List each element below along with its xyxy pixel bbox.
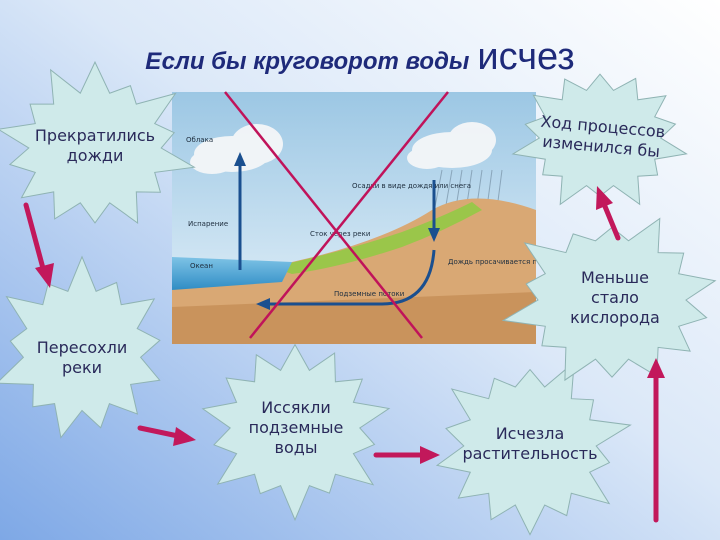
star-text-vegetation-gone: Исчезла растительность <box>450 424 610 464</box>
arrow-groundwater-to-vegetation <box>373 446 440 464</box>
label-infiltration: Дождь просачивается под землю <box>448 258 536 266</box>
line: Пересохли <box>36 338 128 357</box>
star-vegetation-gone <box>435 361 632 536</box>
arrow-rain-to-rivers <box>23 202 54 288</box>
line: реки <box>61 358 103 377</box>
star-text-groundwater-dried: Иссякли подземные воды <box>226 398 366 458</box>
star-text-rain-stopped: Прекратились дожди <box>20 126 170 166</box>
line: Иссякли <box>261 398 331 417</box>
line: кислорода <box>570 308 660 327</box>
groundwater-arrow <box>256 249 436 310</box>
line: Прекратились <box>34 126 156 145</box>
title-emphasis: исчез <box>477 36 575 78</box>
label-groundwater: Подземные потоки <box>334 290 404 298</box>
water-cycle-diagram: Облака Испарение Океан Осадки в виде дож… <box>172 92 536 344</box>
title-main: Если бы круговорот воды <box>145 48 470 75</box>
star-text-less-oxygen: Меньше стало кислорода <box>540 268 690 328</box>
cross-out-mark <box>224 91 449 339</box>
line: воды <box>274 438 318 457</box>
label-evaporation: Испарение <box>188 220 228 228</box>
evaporation-arrow <box>234 152 246 270</box>
star-text-rivers-dried: Пересохли реки <box>12 338 152 378</box>
star-less-oxygen <box>501 217 717 382</box>
grass <box>272 202 482 274</box>
line: дожди <box>66 146 124 165</box>
label-precipitation: Осадки в виде дождя или снега <box>352 182 471 190</box>
line: Исчезла <box>495 424 565 443</box>
cloud-right <box>407 122 496 169</box>
slide-title: Если бы круговорот воды исчез <box>0 36 720 79</box>
cloud-left <box>190 124 283 174</box>
label-ocean: Океан <box>190 262 213 270</box>
arrow-oxygen-to-processes <box>596 186 621 241</box>
line: Меньше <box>580 268 650 287</box>
line: подземные <box>248 418 344 437</box>
line: растительность <box>462 444 598 463</box>
ocean <box>172 257 292 290</box>
label-clouds: Облака <box>186 136 213 144</box>
star-rivers-dried <box>0 255 161 439</box>
arrow-rivers-to-groundwater <box>137 425 196 446</box>
star-groundwater-dried <box>201 343 391 522</box>
line: стало <box>591 288 639 307</box>
star-rain-stopped <box>0 60 196 225</box>
arrow-vegetation-to-oxygen <box>647 358 665 523</box>
precipitation-arrow <box>428 180 440 242</box>
